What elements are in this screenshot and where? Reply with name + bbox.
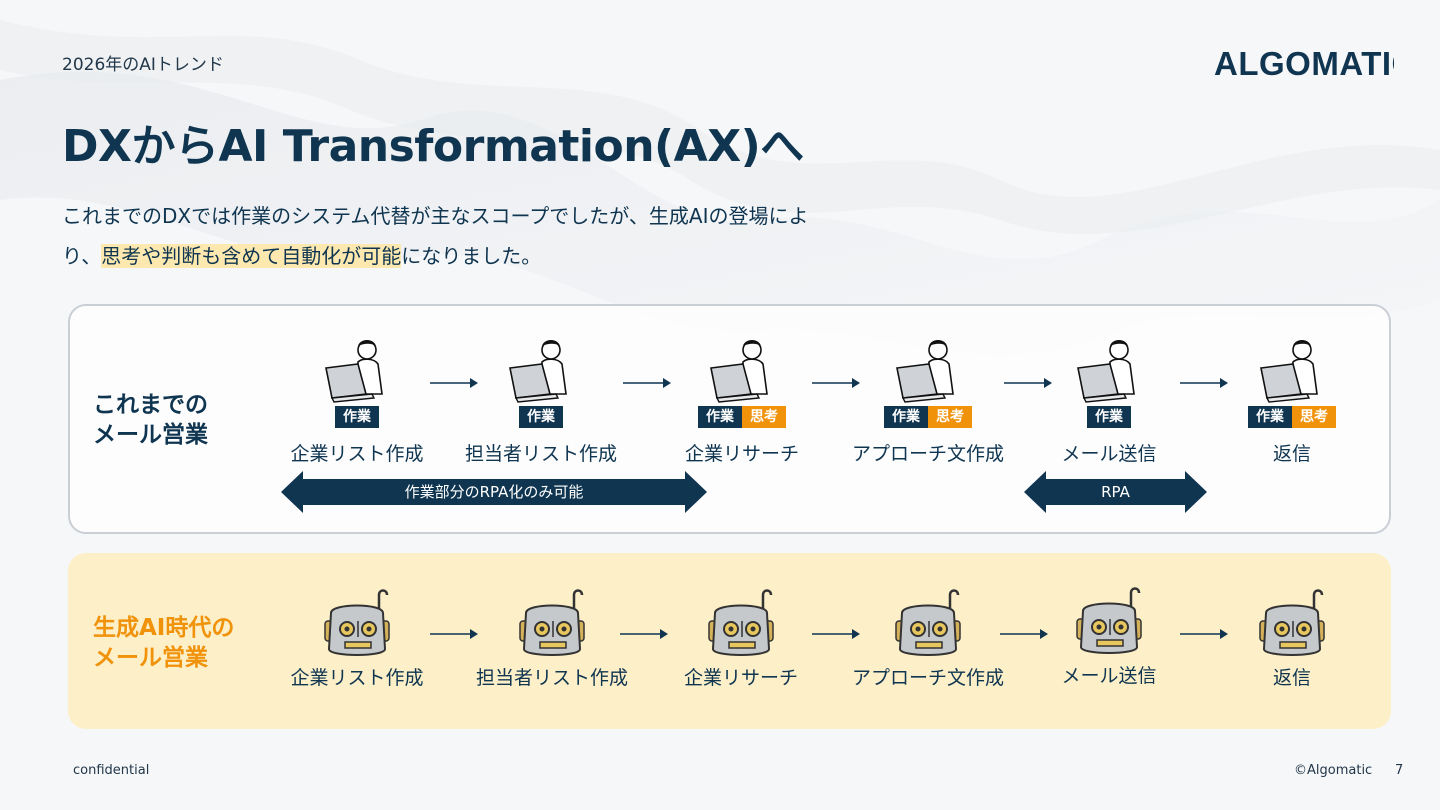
ai-step-label: アプローチ文作成 bbox=[851, 667, 1004, 689]
person-laptop-icon bbox=[707, 332, 777, 406]
ai-step: 返信 bbox=[1192, 583, 1392, 690]
legacy-label-line1: これまでの bbox=[93, 392, 208, 418]
legacy-step-label: 返信 bbox=[1272, 443, 1311, 465]
tag-think: 思考 bbox=[1292, 406, 1336, 428]
ai-step: 企業リサーチ bbox=[641, 583, 841, 690]
legacy-step: 作業思考 企業リサーチ bbox=[642, 332, 842, 466]
lead-text-2: になりました。 bbox=[401, 244, 542, 268]
legacy-step: 作業思考 アプローチ文作成 bbox=[828, 332, 1028, 466]
arrow-right-icon bbox=[1180, 378, 1228, 388]
lead-highlight: 思考や判断も含めて自動化が可能 bbox=[101, 244, 402, 268]
tag-work: 作業 bbox=[1248, 406, 1292, 428]
arrow-right-icon bbox=[430, 629, 478, 639]
legacy-label-line2: メール営業 bbox=[93, 422, 208, 448]
arrow-right-icon bbox=[812, 629, 860, 639]
ai-label-line2: メール営業 bbox=[93, 645, 208, 671]
legacy-step-label: メール送信 bbox=[1061, 443, 1157, 465]
tag-work: 作業 bbox=[884, 406, 928, 428]
slide-title: DXからAI Transformation(AX)へ bbox=[62, 121, 804, 172]
arrow-right-icon bbox=[1180, 629, 1228, 639]
legacy-step: 作業思考 返信 bbox=[1192, 332, 1392, 466]
ai-step-label: メール送信 bbox=[1061, 665, 1157, 687]
ai-step-label: 返信 bbox=[1272, 667, 1311, 689]
legacy-step-label: 企業リサーチ bbox=[684, 443, 799, 465]
tag-work: 作業 bbox=[335, 406, 379, 428]
rpa-partial-range-label: 作業部分のRPA化のみ可能 bbox=[404, 483, 584, 501]
slide-eyebrow: 2026年のAIトレンド bbox=[62, 55, 224, 75]
ai-step-label: 担当者リスト作成 bbox=[475, 667, 628, 689]
robot-icon bbox=[512, 583, 592, 663]
rpa-range-label: RPA bbox=[1101, 483, 1130, 501]
tag-think: 思考 bbox=[742, 406, 786, 428]
ai-step: メール送信 bbox=[1009, 581, 1209, 688]
legacy-step: 作業 メール送信 bbox=[1009, 332, 1209, 466]
robot-icon bbox=[888, 583, 968, 663]
ai-step-label: 企業リスト作成 bbox=[290, 667, 424, 689]
legacy-step-label: 企業リスト作成 bbox=[290, 443, 424, 465]
ai-step: 企業リスト作成 bbox=[257, 583, 457, 690]
legacy-step: 作業 企業リスト作成 bbox=[257, 332, 457, 466]
robot-icon bbox=[701, 583, 781, 663]
person-laptop-icon bbox=[506, 332, 576, 406]
legacy-step-label: 担当者リスト作成 bbox=[464, 443, 617, 465]
tag-work: 作業 bbox=[1087, 406, 1131, 428]
ai-step: 担当者リスト作成 bbox=[452, 583, 652, 690]
page-number: 7 bbox=[1395, 763, 1404, 778]
arrow-right-icon bbox=[623, 378, 671, 388]
ai-step: アプローチ文作成 bbox=[828, 583, 1028, 690]
rpa-partial-range-arrow bbox=[281, 471, 707, 513]
legacy-row-label: これまでの メール営業 bbox=[93, 390, 208, 450]
person-laptop-icon bbox=[893, 332, 963, 406]
footer-confidential: confidential bbox=[73, 763, 150, 778]
arrow-right-icon bbox=[620, 629, 668, 639]
legacy-step: 作業 担当者リスト作成 bbox=[441, 332, 641, 466]
lead-text-1: これまでのDXでは作業のシステム代替が主なスコープでしたが、生成AIの登場により… bbox=[62, 204, 809, 268]
algomatic-logo: ALGOMATIC bbox=[1214, 45, 1394, 82]
rpa-range-arrow bbox=[1024, 471, 1207, 513]
tag-work: 作業 bbox=[519, 406, 563, 428]
arrow-right-icon bbox=[1004, 378, 1052, 388]
robot-icon bbox=[1252, 583, 1332, 663]
person-laptop-icon bbox=[322, 332, 392, 406]
person-laptop-icon bbox=[1257, 332, 1327, 406]
person-laptop-icon bbox=[1074, 332, 1144, 406]
footer-copyright: ©Algomatic bbox=[1294, 763, 1373, 778]
robot-icon bbox=[1069, 581, 1149, 661]
tag-work: 作業 bbox=[698, 406, 742, 428]
svg-text:ALGOMATIC: ALGOMATIC bbox=[1214, 45, 1394, 82]
robot-icon bbox=[317, 583, 397, 663]
ai-label-line1: 生成AI時代の bbox=[93, 615, 235, 641]
tag-think: 思考 bbox=[928, 406, 972, 428]
ai-row-label: 生成AI時代の メール営業 bbox=[93, 613, 234, 673]
arrow-right-icon bbox=[1000, 629, 1048, 639]
arrow-right-icon bbox=[430, 378, 478, 388]
lead-paragraph: これまでのDXでは作業のシステム代替が主なスコープでしたが、生成AIの登場により… bbox=[62, 196, 842, 276]
ai-step-label: 企業リサーチ bbox=[683, 667, 798, 689]
arrow-right-icon bbox=[812, 378, 860, 388]
legacy-step-label: アプローチ文作成 bbox=[851, 443, 1004, 465]
